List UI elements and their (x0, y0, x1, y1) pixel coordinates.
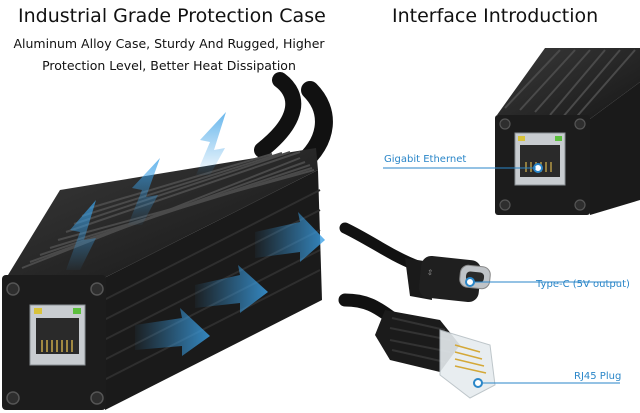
right-title: Interface Introduction (392, 5, 599, 27)
left-subtitle: Aluminum Alloy Case, Sturdy And Rugged, … (8, 33, 330, 77)
svg-text:⇔: ⇔ (425, 268, 435, 276)
left-subtitle-line-1: Aluminum Alloy Case, Sturdy And Rugged, … (13, 36, 325, 51)
heat-arrow-icon (196, 112, 226, 175)
rj45-plug-image (338, 293, 496, 399)
screw-icon (499, 118, 511, 130)
heat-arrow-icon (195, 265, 268, 313)
left-subtitle-line-2: Protection Level, Better Heat Dissipatio… (42, 58, 296, 73)
callout-dot (465, 277, 475, 287)
ethernet-port-icon (514, 132, 566, 186)
callout-rj45-plug: RJ45 Plug (574, 371, 622, 382)
type-c-cable-image: ⇔ (339, 222, 491, 303)
heat-arrow-icon (255, 212, 325, 262)
callout-gigabit-ethernet: Gigabit Ethernet (384, 154, 467, 165)
heat-arrow-icon (66, 200, 96, 270)
screw-icon (90, 391, 104, 405)
screw-icon (499, 199, 511, 211)
screw-icon (6, 391, 20, 405)
screw-icon (90, 282, 104, 296)
heat-arrow-icon (128, 158, 160, 225)
screw-icon (6, 282, 20, 296)
screw-icon (574, 199, 586, 211)
right-adapter-image (495, 48, 640, 215)
left-title: Industrial Grade Protection Case (18, 5, 326, 27)
ethernet-port-icon (29, 304, 86, 366)
callout-type-c: Type-C (5V output) (536, 279, 630, 290)
screw-icon (574, 118, 586, 130)
heat-arrow-icon (135, 308, 210, 356)
left-adapter-image (2, 72, 333, 410)
